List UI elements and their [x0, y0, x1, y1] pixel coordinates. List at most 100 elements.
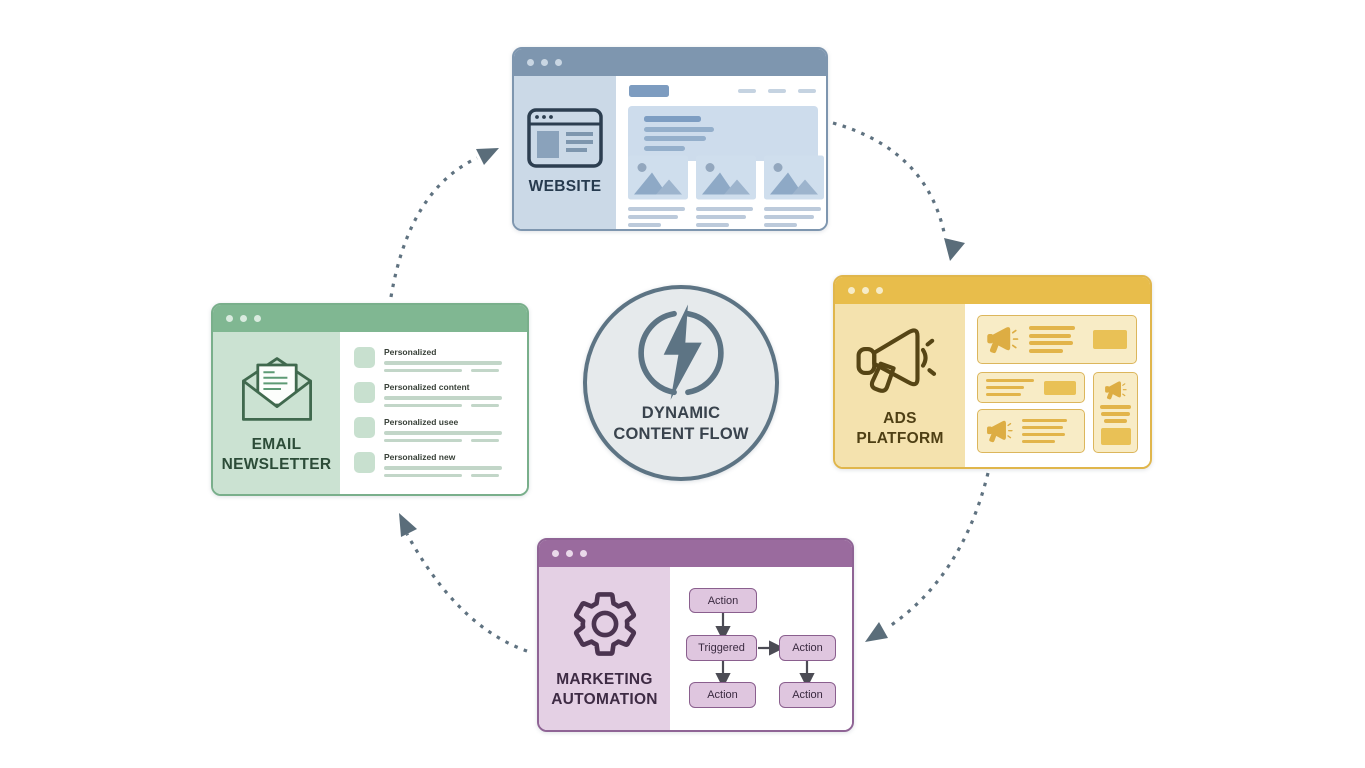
image-placeholder-icon	[628, 155, 688, 200]
text-line-placeholder	[764, 207, 821, 211]
newsletter-item: Personalized usee	[354, 417, 502, 442]
ad-text-lines	[986, 378, 1034, 397]
thumbnail-placeholder	[354, 452, 375, 473]
cta-placeholder	[1100, 428, 1131, 445]
nav-link-placeholder	[768, 88, 786, 94]
window-dot-icon	[555, 59, 562, 66]
ad-unit-skeleton	[977, 409, 1085, 453]
ads-card-header	[835, 277, 1150, 304]
image-placeholder-icon	[764, 155, 824, 200]
gear-icon	[573, 592, 636, 656]
text-line-placeholder	[1100, 405, 1131, 409]
text-line-placeholder	[471, 403, 499, 407]
arrowhead-icon	[944, 238, 965, 261]
megaphone-icon	[987, 420, 1013, 443]
window-dot-icon	[848, 287, 855, 294]
text-line-placeholder	[696, 215, 746, 219]
text-line-placeholder	[1029, 333, 1071, 338]
ad-unit-skeleton	[1093, 372, 1138, 453]
megaphone-icon	[987, 327, 1019, 354]
marketing-automation-card: MARKETING AUTOMATION	[537, 538, 854, 732]
article-card-skeleton	[764, 155, 824, 227]
article-card-skeleton	[628, 155, 688, 227]
window-dot-icon	[876, 287, 883, 294]
text-line-placeholder	[986, 392, 1021, 397]
text-line-placeholder	[644, 116, 701, 122]
text-line-placeholder	[384, 396, 502, 400]
website-side-panel: WEBSITE	[514, 76, 616, 229]
text-line-placeholder	[644, 136, 706, 141]
text-line-placeholder	[764, 223, 797, 227]
ad-unit-skeleton	[977, 315, 1137, 364]
window-dot-icon	[580, 550, 587, 557]
text-line-placeholder	[1104, 419, 1127, 423]
text-line-placeholder	[986, 378, 1034, 383]
text-line-placeholder	[1022, 439, 1055, 444]
hero-section-skeleton	[628, 106, 818, 161]
article-cards-row	[628, 155, 824, 227]
marketing-side-panel: MARKETING AUTOMATION	[539, 567, 670, 730]
text-line-placeholder	[628, 215, 678, 219]
website-label: WEBSITE	[528, 178, 602, 195]
text-line-placeholder	[644, 126, 714, 132]
arrow-website-to-ads	[832, 121, 947, 238]
ads-content	[965, 304, 1150, 467]
window-dot-icon	[566, 550, 573, 557]
newsletter-item-title: Personalized new	[384, 452, 456, 462]
website-content	[616, 76, 826, 229]
text-line-placeholder	[1022, 425, 1063, 430]
ad-text-lines	[1100, 405, 1131, 423]
text-line-placeholder	[384, 403, 462, 407]
flow-node-action: Action	[779, 682, 836, 708]
nav-link-placeholder	[798, 88, 816, 94]
arrowhead-icon	[865, 622, 888, 642]
email-newsletter-card: EMAIL NEWSLETTER Personalized	[211, 303, 529, 496]
arrow-ads-to-marketing	[886, 472, 990, 630]
marketing-content: Action Triggered Action Action Action	[670, 567, 852, 730]
dynamic-content-flow-badge: DYNAMIC CONTENT FLOW	[583, 285, 779, 481]
text-line-placeholder	[1022, 418, 1067, 423]
window-dot-icon	[862, 287, 869, 294]
newsletter-item: Personalized content	[354, 382, 502, 407]
thumbnail-placeholder	[354, 382, 375, 403]
article-card-skeleton	[696, 155, 756, 227]
ads-platform-card: ADS PLATFORM	[833, 275, 1152, 469]
arrowhead-icon	[476, 148, 499, 165]
email-newsletter-label: EMAIL NEWSLETTER	[221, 435, 332, 473]
website-card-header	[514, 49, 826, 76]
text-line-placeholder	[628, 223, 661, 227]
logo-placeholder	[629, 85, 669, 97]
text-line-placeholder	[384, 438, 462, 442]
text-line-placeholder	[986, 385, 1024, 390]
text-line-placeholder	[1029, 348, 1063, 353]
text-line-placeholder	[628, 207, 685, 211]
text-line-placeholder	[1101, 412, 1130, 416]
image-placeholder-icon	[696, 155, 756, 200]
newsletter-item: Personalized new	[354, 452, 502, 477]
cta-placeholder	[1044, 380, 1076, 395]
window-dot-icon	[240, 315, 247, 322]
text-line-placeholder	[471, 473, 499, 477]
window-dot-icon	[254, 315, 261, 322]
newsletter-item-title: Personalized content	[384, 382, 470, 392]
cta-placeholder	[1093, 330, 1127, 349]
ads-side-panel: ADS PLATFORM	[835, 304, 965, 467]
marketing-automation-label: MARKETING AUTOMATION	[551, 671, 658, 708]
text-line-placeholder	[384, 473, 462, 477]
browser-window-icon	[527, 108, 603, 168]
ad-unit-skeleton	[977, 372, 1085, 403]
window-dot-icon	[527, 59, 534, 66]
newsletter-item-title: Personalized	[384, 347, 437, 357]
newsletter-item-title: Personalized usee	[384, 417, 459, 427]
thumbnail-placeholder	[354, 347, 375, 368]
window-dot-icon	[541, 59, 548, 66]
text-line-placeholder	[696, 207, 753, 211]
arrow-marketing-to-email	[405, 533, 528, 653]
newsletter-item: Personalized	[354, 347, 502, 372]
megaphone-icon	[1104, 381, 1127, 400]
ads-platform-label: ADS PLATFORM	[856, 410, 944, 447]
ad-text-lines	[1022, 418, 1067, 444]
ad-text-lines	[1029, 326, 1075, 353]
flow-node-action: Action	[779, 635, 836, 661]
